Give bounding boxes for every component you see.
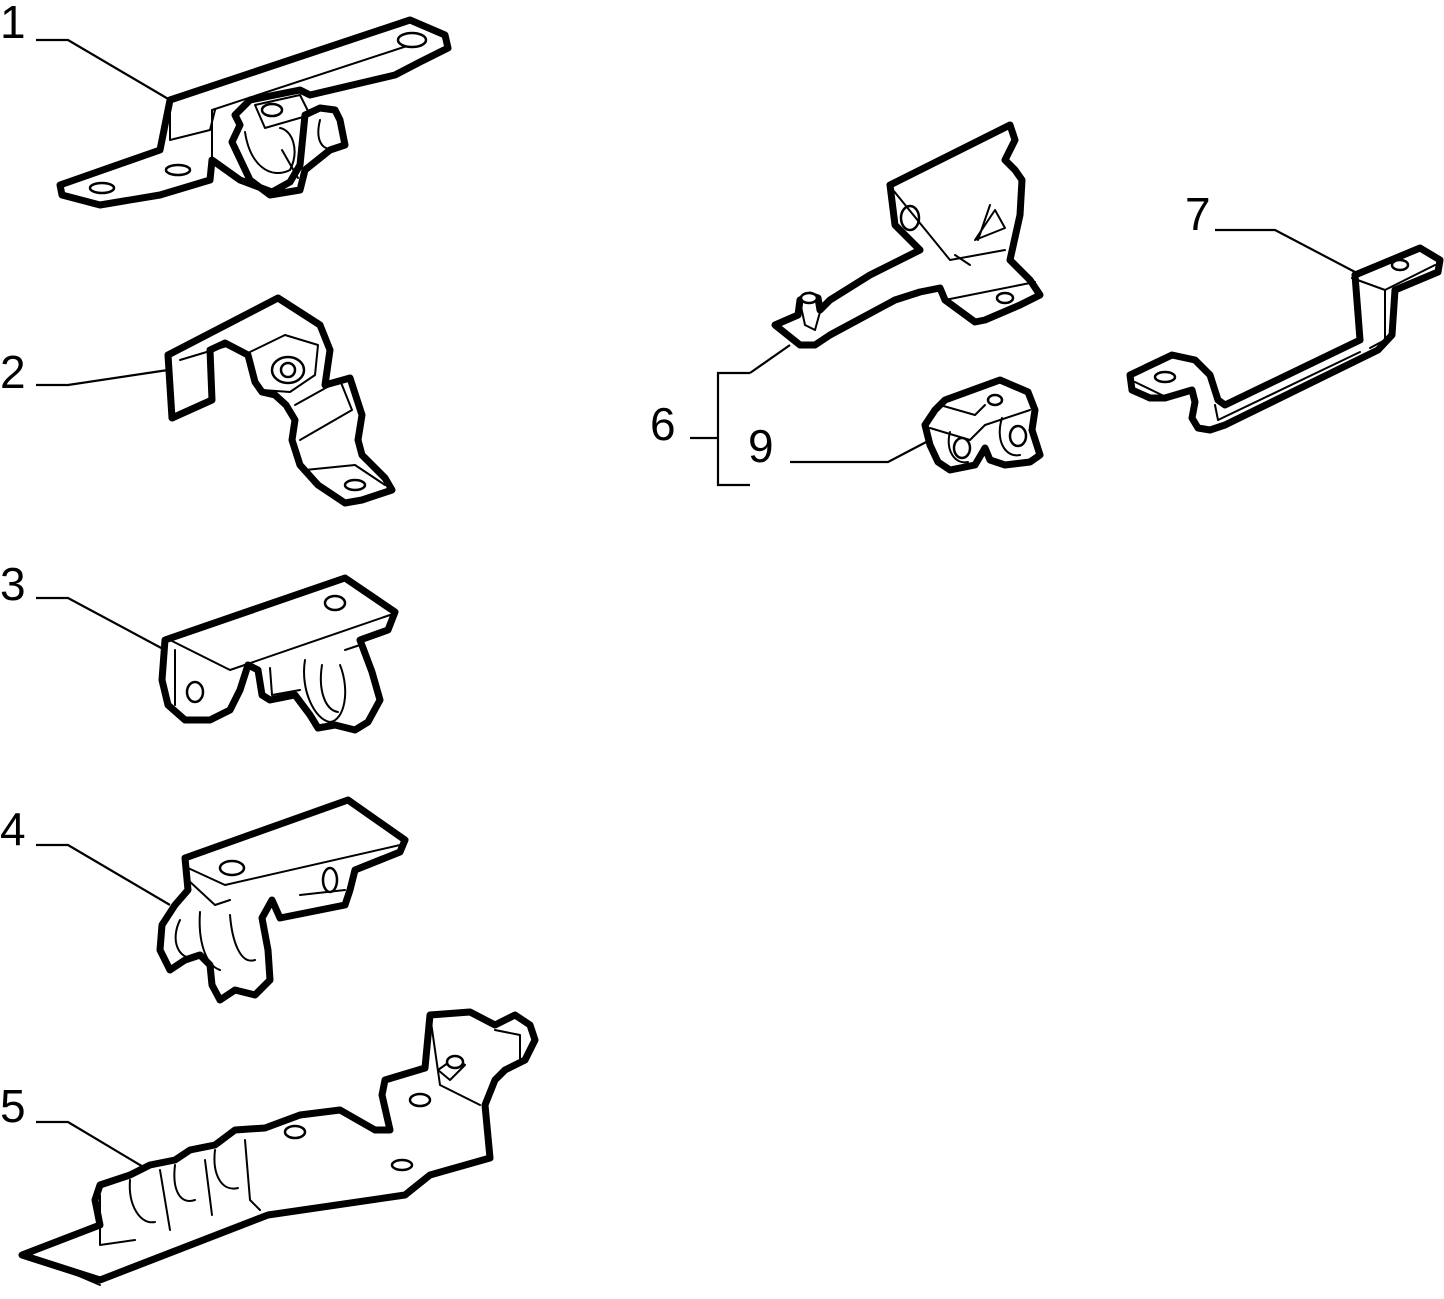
callout-3: 3 — [0, 558, 26, 610]
part-9-clip — [921, 376, 1044, 474]
part-3-clip — [158, 574, 399, 734]
leader-5 — [36, 1120, 146, 1169]
leader-6-bracket — [716, 371, 750, 487]
callout-2: 2 — [0, 346, 26, 398]
leader-2 — [36, 368, 169, 387]
part-4-clip — [156, 796, 409, 1004]
leader-4 — [36, 843, 171, 906]
leader-7 — [1215, 228, 1356, 273]
callout-6: 6 — [650, 398, 676, 450]
callout-5: 5 — [0, 1080, 26, 1132]
leader-1 — [36, 38, 171, 101]
callout-9: 9 — [748, 420, 774, 472]
leader-6 — [749, 344, 791, 374]
part-5-plate — [18, 1008, 539, 1286]
callout-4: 4 — [0, 803, 26, 855]
callout-7: 7 — [1185, 188, 1211, 240]
callout-1: 1 — [0, 0, 26, 48]
part-1-bracket — [56, 16, 452, 209]
leader-9 — [790, 439, 931, 464]
part-7-bracket — [1126, 244, 1444, 434]
part-6-bracket — [771, 121, 1044, 349]
leader-3 — [36, 596, 166, 651]
part-2-clip — [164, 294, 396, 507]
